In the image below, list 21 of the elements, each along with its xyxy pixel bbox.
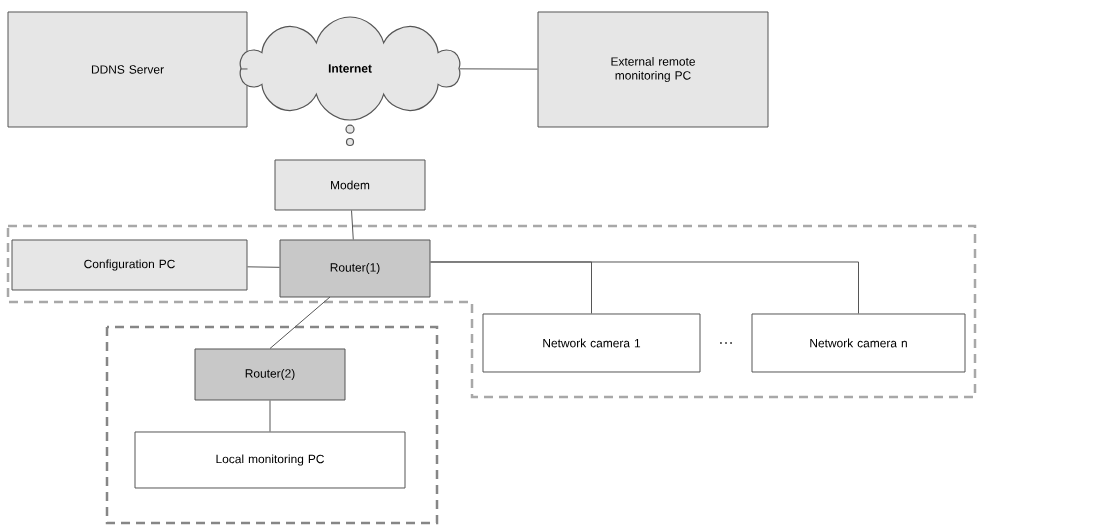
- modem-box: Modem: [274, 159, 426, 211]
- camera-box: Network camera n: [751, 313, 966, 373]
- ellipsis-label: …: [720, 342, 732, 344]
- connector-line: [269, 400, 271, 432]
- dashed-group-outline: [105, 325, 439, 525]
- connector-line: [351, 210, 354, 240]
- server-box: DDNS Server: [7, 11, 248, 128]
- connector-line: [247, 266, 280, 268]
- connector-line: [430, 261, 859, 314]
- camera-box: Network camera 1: [482, 313, 701, 373]
- thought-bubble-link: [345, 124, 355, 147]
- internet-cloud: Internet: [239, 16, 461, 121]
- router-box: Router(2): [194, 348, 346, 401]
- router-box: Router(1): [279, 239, 431, 298]
- dashed-group-outline: [6, 224, 977, 399]
- connector-line: [459, 68, 538, 70]
- connector-line: [269, 296, 331, 349]
- pc-box: External remote monitoring PC: [537, 11, 769, 128]
- connector-line: [239, 68, 248, 70]
- pc-box: Configuration PC: [11, 239, 248, 291]
- pc-box: Local monitoring PC: [134, 431, 406, 489]
